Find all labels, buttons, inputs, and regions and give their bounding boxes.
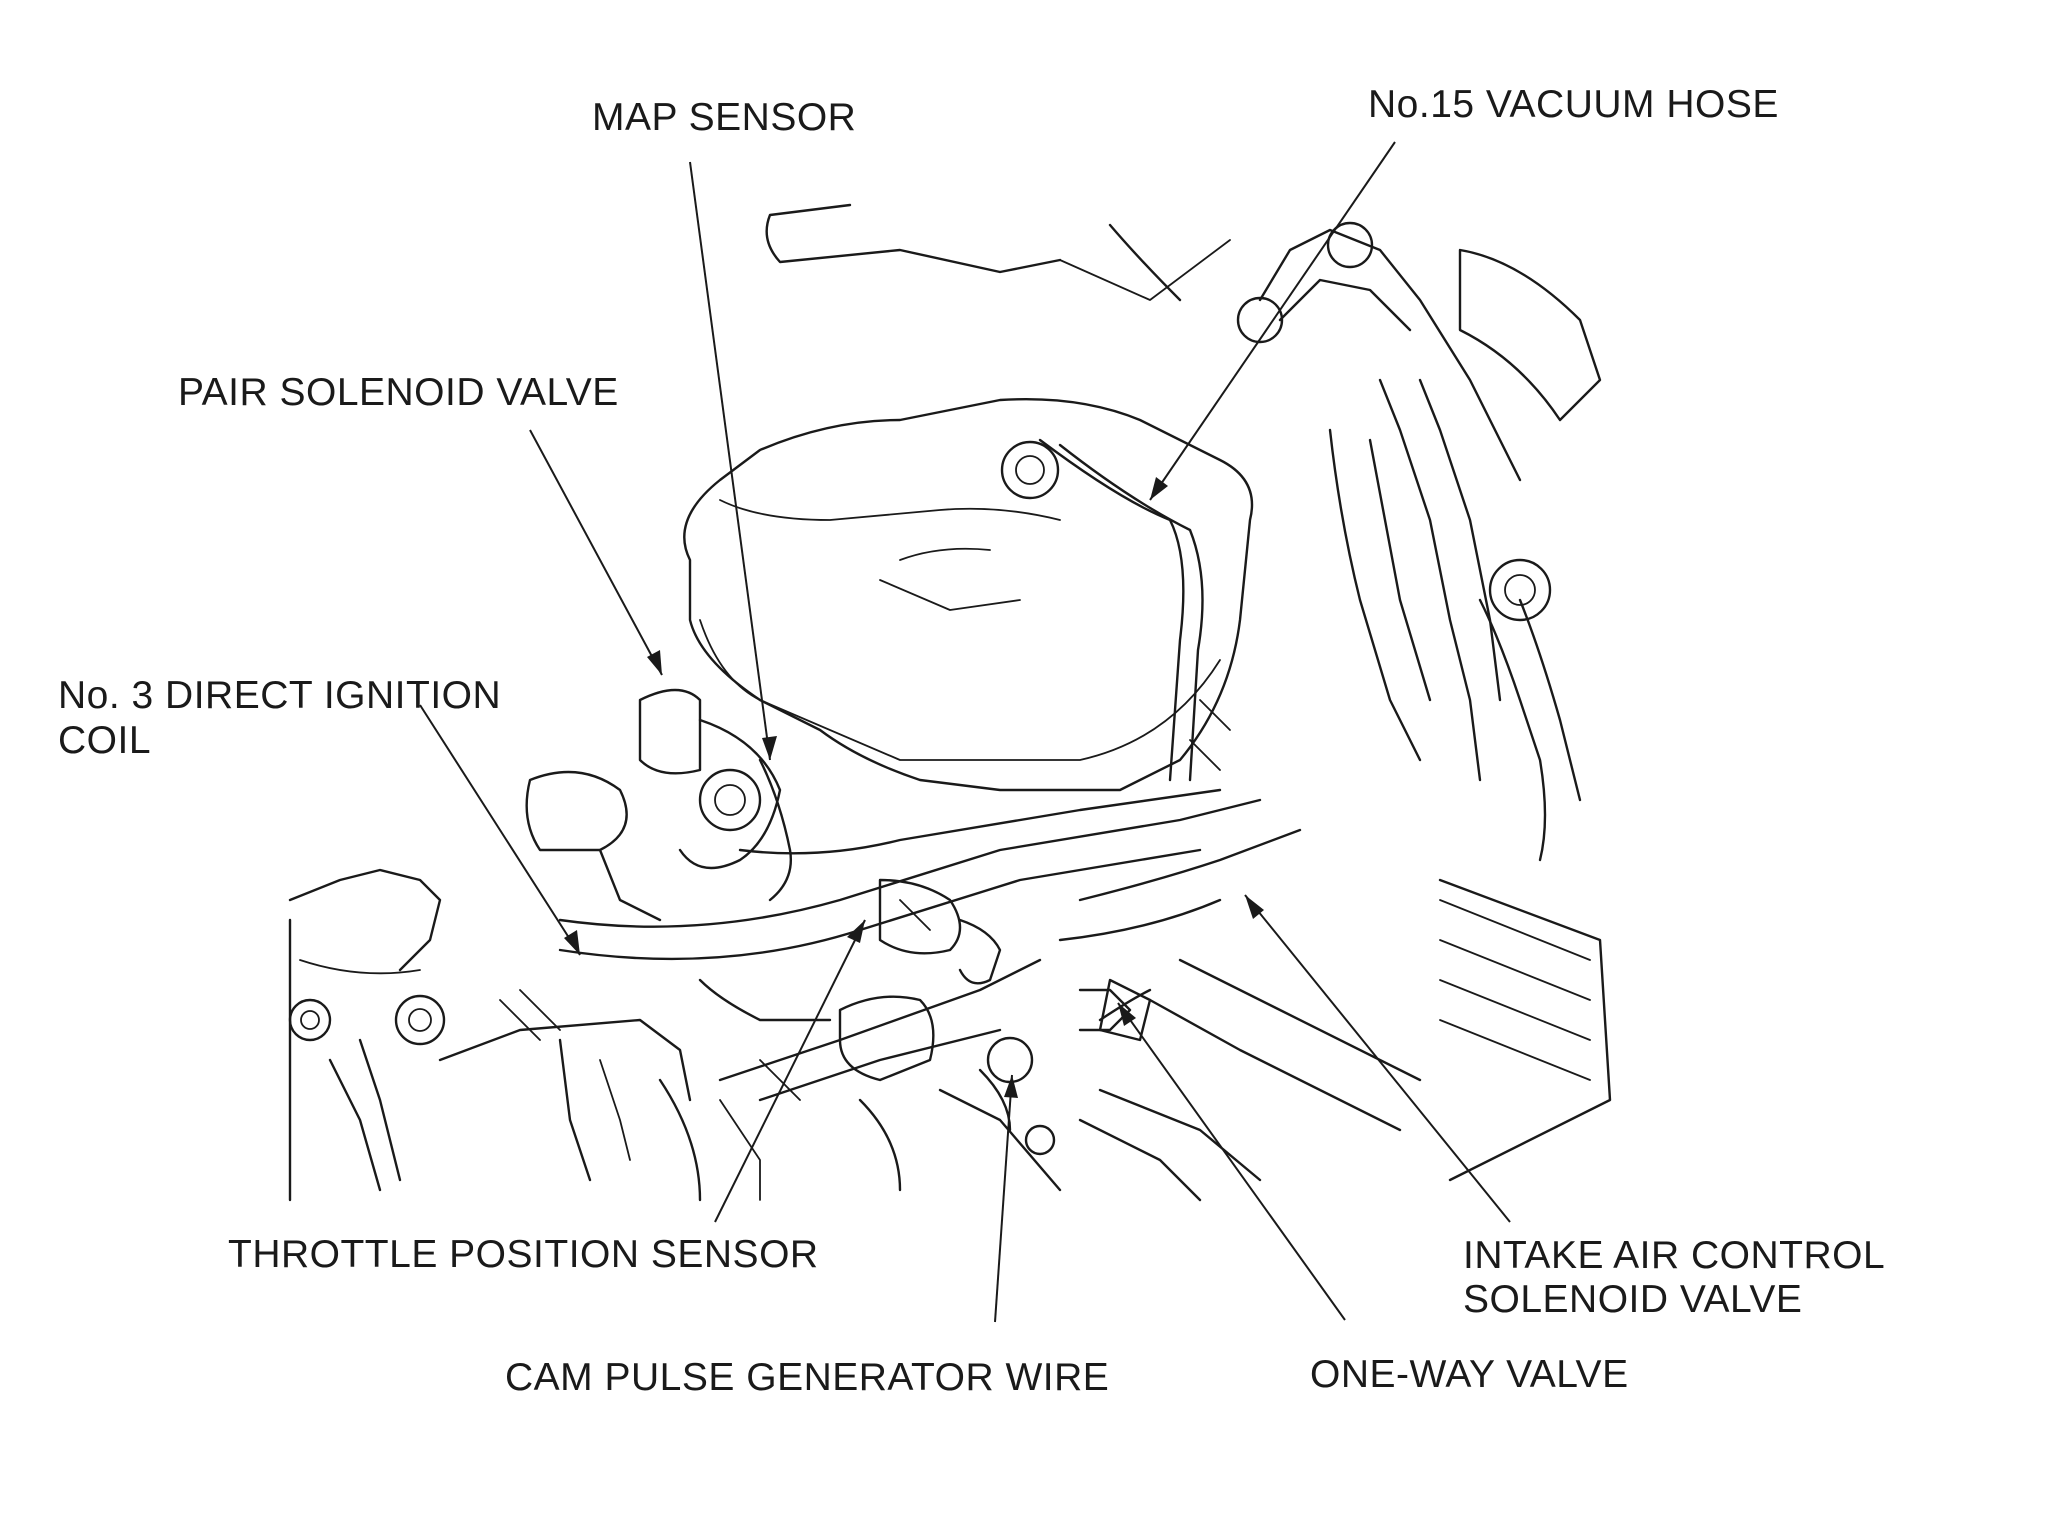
- label-ignition-coil-line1: No. 3 DIRECT IGNITION: [58, 674, 502, 717]
- label-ignition-coil-line2: COIL: [58, 719, 152, 762]
- label-cam-pulse-generator-wire: CAM PULSE GENERATOR WIRE: [505, 1356, 1110, 1399]
- leader-lines: [419, 141, 1511, 1323]
- label-intake-air-line2: SOLENOID VALVE: [1463, 1278, 1803, 1321]
- engine-drawing: [288, 203, 1612, 1202]
- label-intake-air-line1: INTAKE AIR CONTROL: [1463, 1234, 1886, 1277]
- label-throttle-position-sensor: THROTTLE POSITION SENSOR: [228, 1233, 819, 1276]
- label-one-way-valve: ONE-WAY VALVE: [1310, 1353, 1629, 1396]
- label-vacuum-hose: No.15 VACUUM HOSE: [1368, 83, 1779, 126]
- label-map-sensor: MAP SENSOR: [592, 96, 857, 139]
- label-pair-solenoid-valve: PAIR SOLENOID VALVE: [178, 371, 619, 414]
